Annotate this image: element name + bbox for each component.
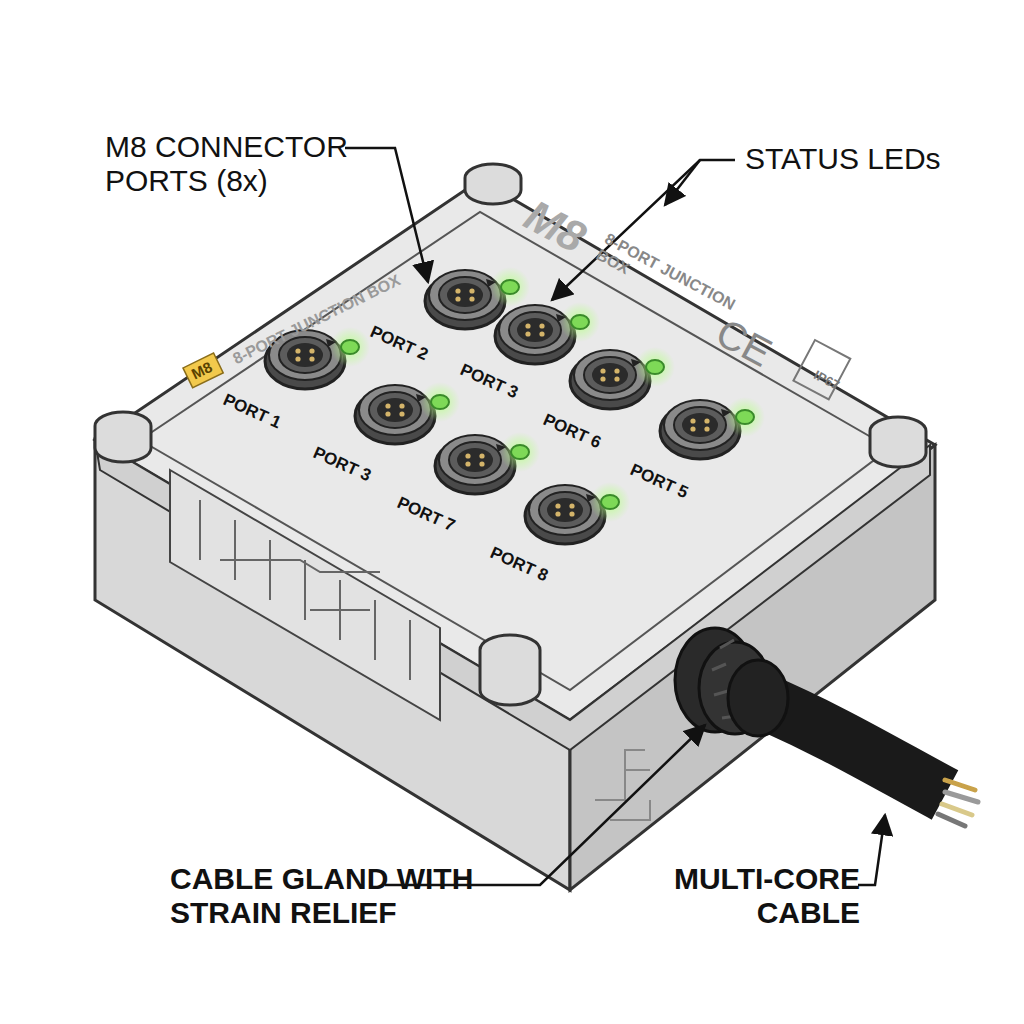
connector-pin: [569, 503, 574, 508]
connector-socket: [457, 448, 493, 472]
led-arrow: [721, 409, 731, 417]
connector-pin: [385, 403, 390, 408]
connector-socket: [377, 398, 413, 422]
led-arrow: [326, 339, 336, 347]
connector-pin: [469, 296, 474, 301]
led-glow: [725, 397, 765, 437]
m8-connector: [435, 432, 540, 494]
connector-ring: [449, 442, 501, 478]
connector-ring: [584, 357, 636, 393]
connector-pin: [539, 323, 544, 328]
callout-label: MULTI-CORE CABLE: [650, 862, 860, 929]
connector-ring: [539, 492, 591, 528]
connector-pin: [600, 376, 605, 381]
connector-thread: [499, 305, 571, 355]
connector-pin: [704, 426, 709, 431]
connector-thread: [439, 435, 511, 485]
connector-pin: [455, 296, 460, 301]
connector-pin: [704, 418, 709, 423]
status-led: [736, 410, 754, 424]
led-arrow: [416, 394, 426, 402]
connector-pin: [600, 368, 605, 373]
corner-posts: [95, 164, 926, 705]
connector-pin: [469, 288, 474, 293]
connector-ring: [509, 312, 561, 348]
status-led: [341, 340, 359, 354]
connector-socket: [547, 498, 583, 522]
status-led: [431, 395, 449, 409]
led-glow: [330, 327, 370, 367]
connector-thread: [359, 385, 431, 435]
m8-connector: [660, 397, 765, 459]
connector-pin: [479, 461, 484, 466]
led-glow: [590, 482, 630, 522]
connector-pin: [614, 368, 619, 373]
connector-pin: [455, 288, 460, 293]
connector-pin: [465, 453, 470, 458]
leader-lines: [345, 148, 885, 885]
connector-pin: [614, 376, 619, 381]
led-arrow: [496, 444, 506, 452]
status-led: [571, 315, 589, 329]
status-led: [501, 280, 519, 294]
led-glow: [420, 382, 460, 422]
connector-pin: [690, 418, 695, 423]
led-arrow: [486, 279, 496, 287]
status-led: [511, 445, 529, 459]
connector-pin: [399, 403, 404, 408]
connector-socket: [287, 343, 323, 367]
led-glow: [490, 267, 530, 307]
led-glow: [560, 302, 600, 342]
led-arrow: [631, 359, 641, 367]
m8-connector: [570, 347, 675, 409]
terminal-wiring: [200, 500, 410, 680]
cable-cores: [938, 780, 978, 826]
connector-pin: [309, 356, 314, 361]
connector-ring: [439, 277, 491, 313]
connector-pin: [569, 511, 574, 516]
led-glow: [500, 432, 540, 472]
m8-connector: [355, 382, 460, 444]
lid: [95, 180, 935, 720]
connector-ring: [674, 407, 726, 443]
connector-thread: [574, 350, 646, 400]
cable-gland: [675, 628, 788, 736]
status-led: [601, 495, 619, 509]
connector-pin: [539, 331, 544, 336]
connector-pin: [525, 323, 530, 328]
connector-socket: [447, 283, 483, 307]
connector-ring: [369, 392, 421, 428]
connector-thread: [429, 270, 501, 320]
connector-socket: [517, 318, 553, 342]
connector-pin: [555, 503, 560, 508]
callout-label: M8 CONNECTOR PORTS (8x): [105, 130, 365, 197]
connector-pin: [690, 426, 695, 431]
connector-pin: [525, 331, 530, 336]
m8-connector: [525, 482, 630, 544]
status-led: [646, 360, 664, 374]
connector-socket: [682, 413, 718, 437]
led-arrow: [586, 494, 596, 502]
led-arrow: [556, 314, 566, 322]
callout-label: STATUS LEDs: [745, 142, 985, 176]
cable: [760, 700, 945, 795]
callout-label: CABLE GLAND WITH STRAIN RELIEF: [170, 862, 500, 929]
connector-thread: [529, 485, 601, 535]
connector-pin: [555, 511, 560, 516]
connector-thread: [664, 400, 736, 450]
led-glow: [635, 347, 675, 387]
m8-connector: [495, 302, 600, 364]
lid-inner-line: [140, 212, 890, 690]
connector-socket: [592, 363, 628, 387]
connector-pin: [385, 411, 390, 416]
connector-pin: [479, 453, 484, 458]
connector-pin: [309, 348, 314, 353]
connector-pin: [295, 356, 300, 361]
connector-pin: [295, 348, 300, 353]
connector-pin: [465, 461, 470, 466]
connector-pin: [399, 411, 404, 416]
